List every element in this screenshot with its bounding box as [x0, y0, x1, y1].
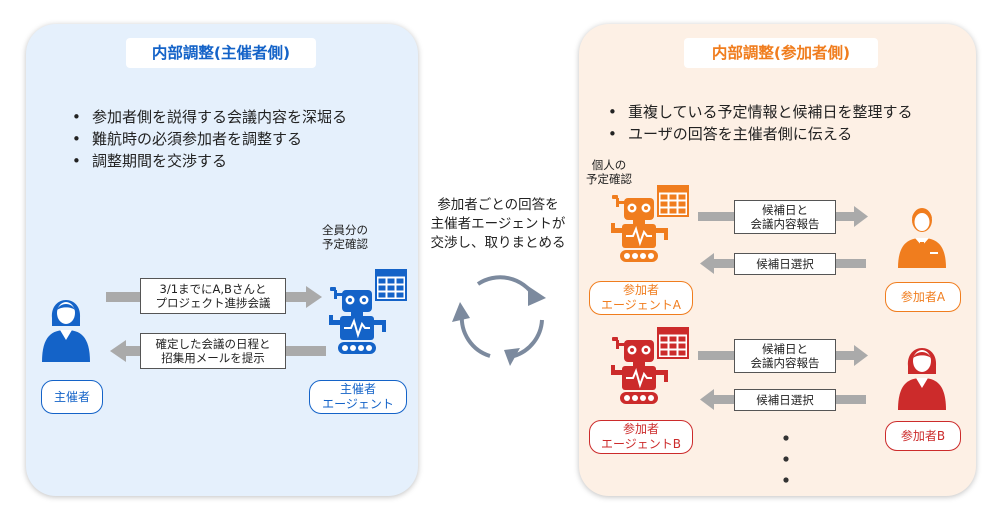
reply-box: 確定した会議の日程と 招集用メールを提示	[140, 333, 286, 369]
organizer-agent-label-line-2: エージェント	[322, 397, 394, 411]
participant-b-label-text: 参加者B	[900, 428, 946, 443]
participant-agent-b-label: 参加者 エージェントB	[589, 420, 693, 454]
negotiation-cycle-arrowheads	[452, 286, 546, 366]
participant-a-label-text: 参加者A	[900, 289, 946, 304]
send-box-a: 候補日と 会議内容報告	[734, 200, 836, 234]
participant-task-1: 重複している予定情報と候補日を整理する	[602, 101, 913, 123]
participant-agent-note-line-2: 予定確認	[586, 172, 632, 186]
participant-agent-note: 個人の 予定確認	[586, 158, 632, 186]
send-box-b-line-2: 会議内容報告	[750, 356, 820, 370]
organizer-label: 主催者	[41, 380, 103, 414]
organizer-agent-label-line-1: 主催者	[339, 382, 376, 396]
reply-box-b-text: 候補日選択	[756, 393, 814, 407]
negotiation-description-line-3: 交渉し、取りまとめる	[430, 235, 566, 251]
organizer-panel	[26, 24, 418, 496]
send-box-b: 候補日と 会議内容報告	[734, 339, 836, 373]
organizer-panel-title: 内部調整(主催者側)	[126, 38, 316, 68]
organizer-calendar-icon	[375, 269, 407, 301]
organizer-agent-note-line-2: 予定確認	[322, 237, 368, 251]
participant-agent-a-label-line-1: 参加者	[622, 283, 659, 297]
negotiation-description-line-2: 主催者エージェントが	[430, 216, 566, 232]
organizer-agent-note-line-1: 全員分の	[322, 223, 368, 237]
organizer-agent-label: 主催者 エージェント	[309, 380, 407, 414]
participant-task-2: ユーザの回答を主催者側に伝える	[602, 123, 913, 145]
negotiation-description-line-1: 参加者ごとの回答を	[437, 197, 559, 213]
participant-b-label: 参加者B	[885, 421, 961, 451]
participant-agent-a-label: 参加者 エージェントA	[589, 281, 693, 315]
send-box-a-line-2: 会議内容報告	[750, 217, 820, 231]
organizer-label-text: 主催者	[53, 389, 90, 404]
organizer-task-2: 難航時の必須参加者を調整する	[66, 128, 347, 150]
participant-b-person-icon	[898, 348, 946, 410]
organizer-task-1: 参加者側を説得する会議内容を深堀る	[66, 106, 347, 128]
more-participants-dots	[783, 435, 789, 483]
participant-a-person-icon	[898, 208, 946, 268]
participant-task-list: 重複している予定情報と候補日を整理する ユーザの回答を主催者側に伝える	[602, 101, 913, 145]
participant-b-calendar-icon	[657, 327, 689, 359]
reply-box-a: 候補日選択	[734, 253, 836, 275]
participant-panel-title: 内部調整(参加者側)	[684, 38, 878, 68]
reply-box-b: 候補日選択	[734, 389, 836, 411]
participant-agent-note-line-1: 個人の	[591, 158, 627, 172]
participant-agent-b-label-line-1: 参加者	[622, 422, 659, 436]
send-box-a-line-1: 候補日と	[762, 203, 808, 217]
negotiation-description: 参加者ごとの回答を 主催者エージェントが 交渉し、取りまとめる	[424, 196, 572, 253]
request-box-line-2: プロジェクト進捗会議	[155, 296, 271, 310]
send-box-b-line-1: 候補日と	[762, 342, 808, 356]
organizer-task-3: 調整期間を交渉する	[66, 150, 347, 172]
request-box: 3/1までにA,Bさんと プロジェクト進捗会議	[140, 278, 286, 314]
participant-agent-b-label-line-2: エージェントB	[601, 437, 681, 451]
request-box-line-1: 3/1までにA,Bさんと	[159, 282, 267, 296]
reply-box-line-1: 確定した会議の日程と	[155, 337, 271, 351]
participant-agent-a-label-line-2: エージェントA	[601, 298, 681, 312]
reply-box-a-text: 候補日選択	[756, 257, 814, 271]
organizer-agent-note: 全員分の 予定確認	[322, 223, 368, 251]
reply-box-line-2: 招集用メールを提示	[161, 351, 265, 365]
participant-a-label: 参加者A	[885, 282, 961, 312]
organizer-task-list: 参加者側を説得する会議内容を深堀る 難航時の必須参加者を調整する 調整期間を交渉…	[66, 106, 347, 172]
participant-a-calendar-icon	[657, 185, 689, 217]
organizer-person-icon	[42, 300, 90, 362]
